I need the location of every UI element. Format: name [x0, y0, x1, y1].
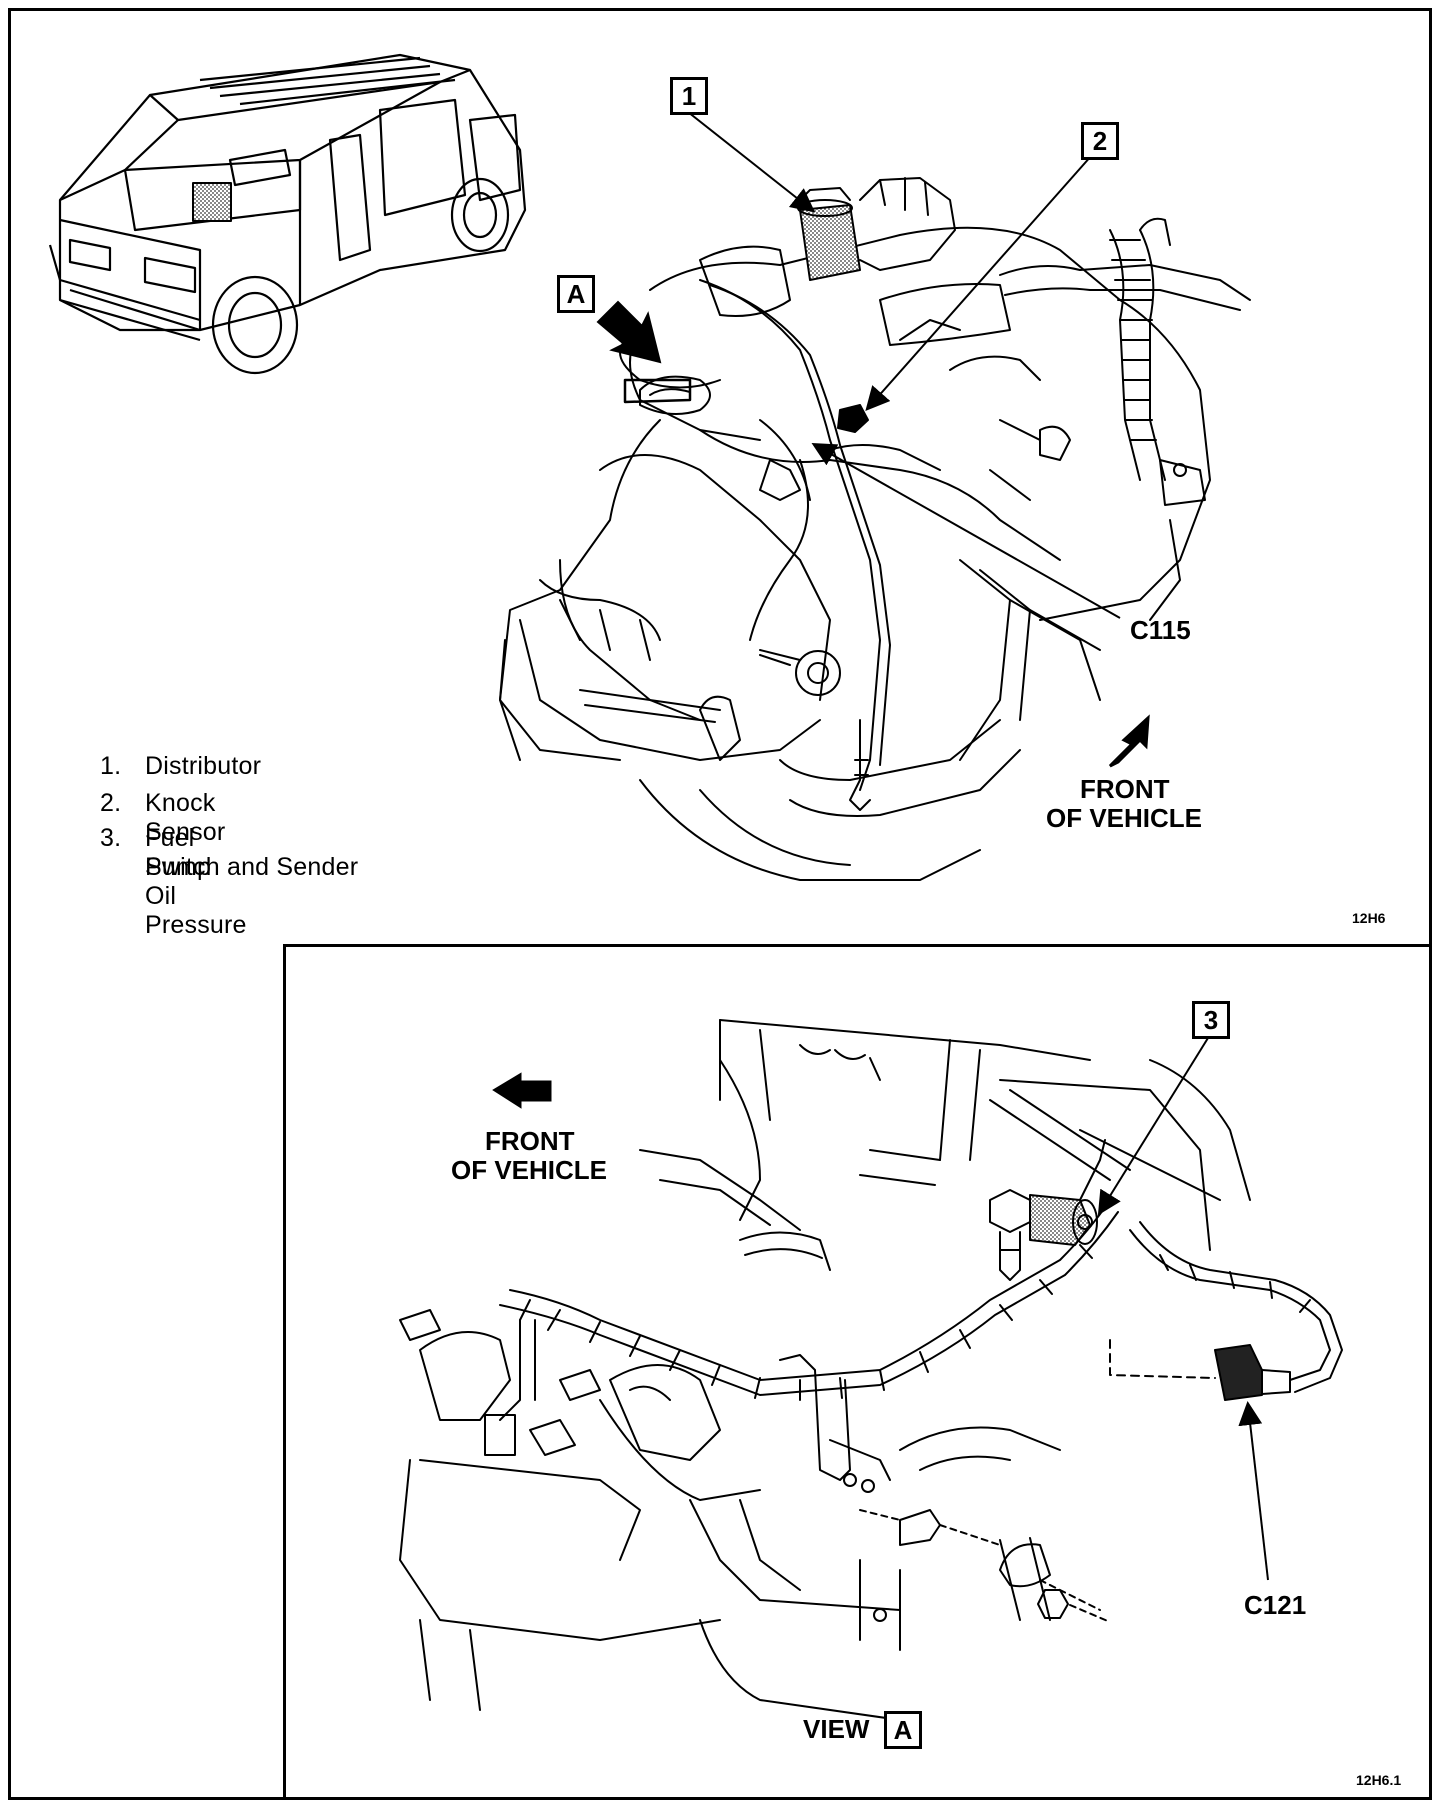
front-label-bottom-line1: FRONT	[485, 1126, 575, 1156]
legend-item-number: 2.	[100, 789, 122, 817]
callout-3-box: 3	[1192, 1001, 1230, 1039]
legend-item-fuel-pump-switch-line2: Switch and Sender	[145, 853, 359, 881]
front-label-bottom-line2: OF VEHICLE	[451, 1155, 608, 1185]
leader-lines-top	[687, 111, 1121, 619]
figure-id-top: 12H6	[1352, 910, 1386, 926]
view-a-frame	[283, 944, 1432, 1800]
view-a-line-drawing	[399, 1019, 1343, 1721]
front-label-top-line2: OF VEHICLE	[1046, 803, 1203, 833]
connector-c121-label: C121	[1244, 1590, 1307, 1620]
leader-lines-bottom	[1097, 1037, 1269, 1581]
legend-item-label: Distributor	[145, 752, 262, 780]
front-label-top-line1: FRONT	[1080, 774, 1170, 804]
legend-item-number: 1.	[100, 752, 122, 780]
view-a-arrow	[596, 300, 662, 364]
legend-item-number: 3.	[100, 824, 122, 852]
legend-item-label: Knock Sensor	[145, 789, 226, 846]
front-of-vehicle-arrow-top	[1108, 714, 1150, 768]
callout-1-box: 1	[670, 77, 708, 115]
callout-2-box: 2	[1081, 122, 1119, 160]
figure-id-bottom: 12H6.1	[1356, 1772, 1402, 1788]
engine-top-view	[499, 177, 1251, 881]
van-illustration	[48, 53, 527, 375]
callout-a-box: A	[557, 275, 595, 313]
connector-c115-label: C115	[1130, 615, 1191, 645]
front-of-vehicle-arrow-bottom	[492, 1072, 552, 1109]
legend-item-label: Fuel Pump Oil Pressure	[145, 824, 247, 939]
view-label: VIEW	[803, 1714, 870, 1744]
view-a-callout-box: A	[884, 1711, 922, 1749]
